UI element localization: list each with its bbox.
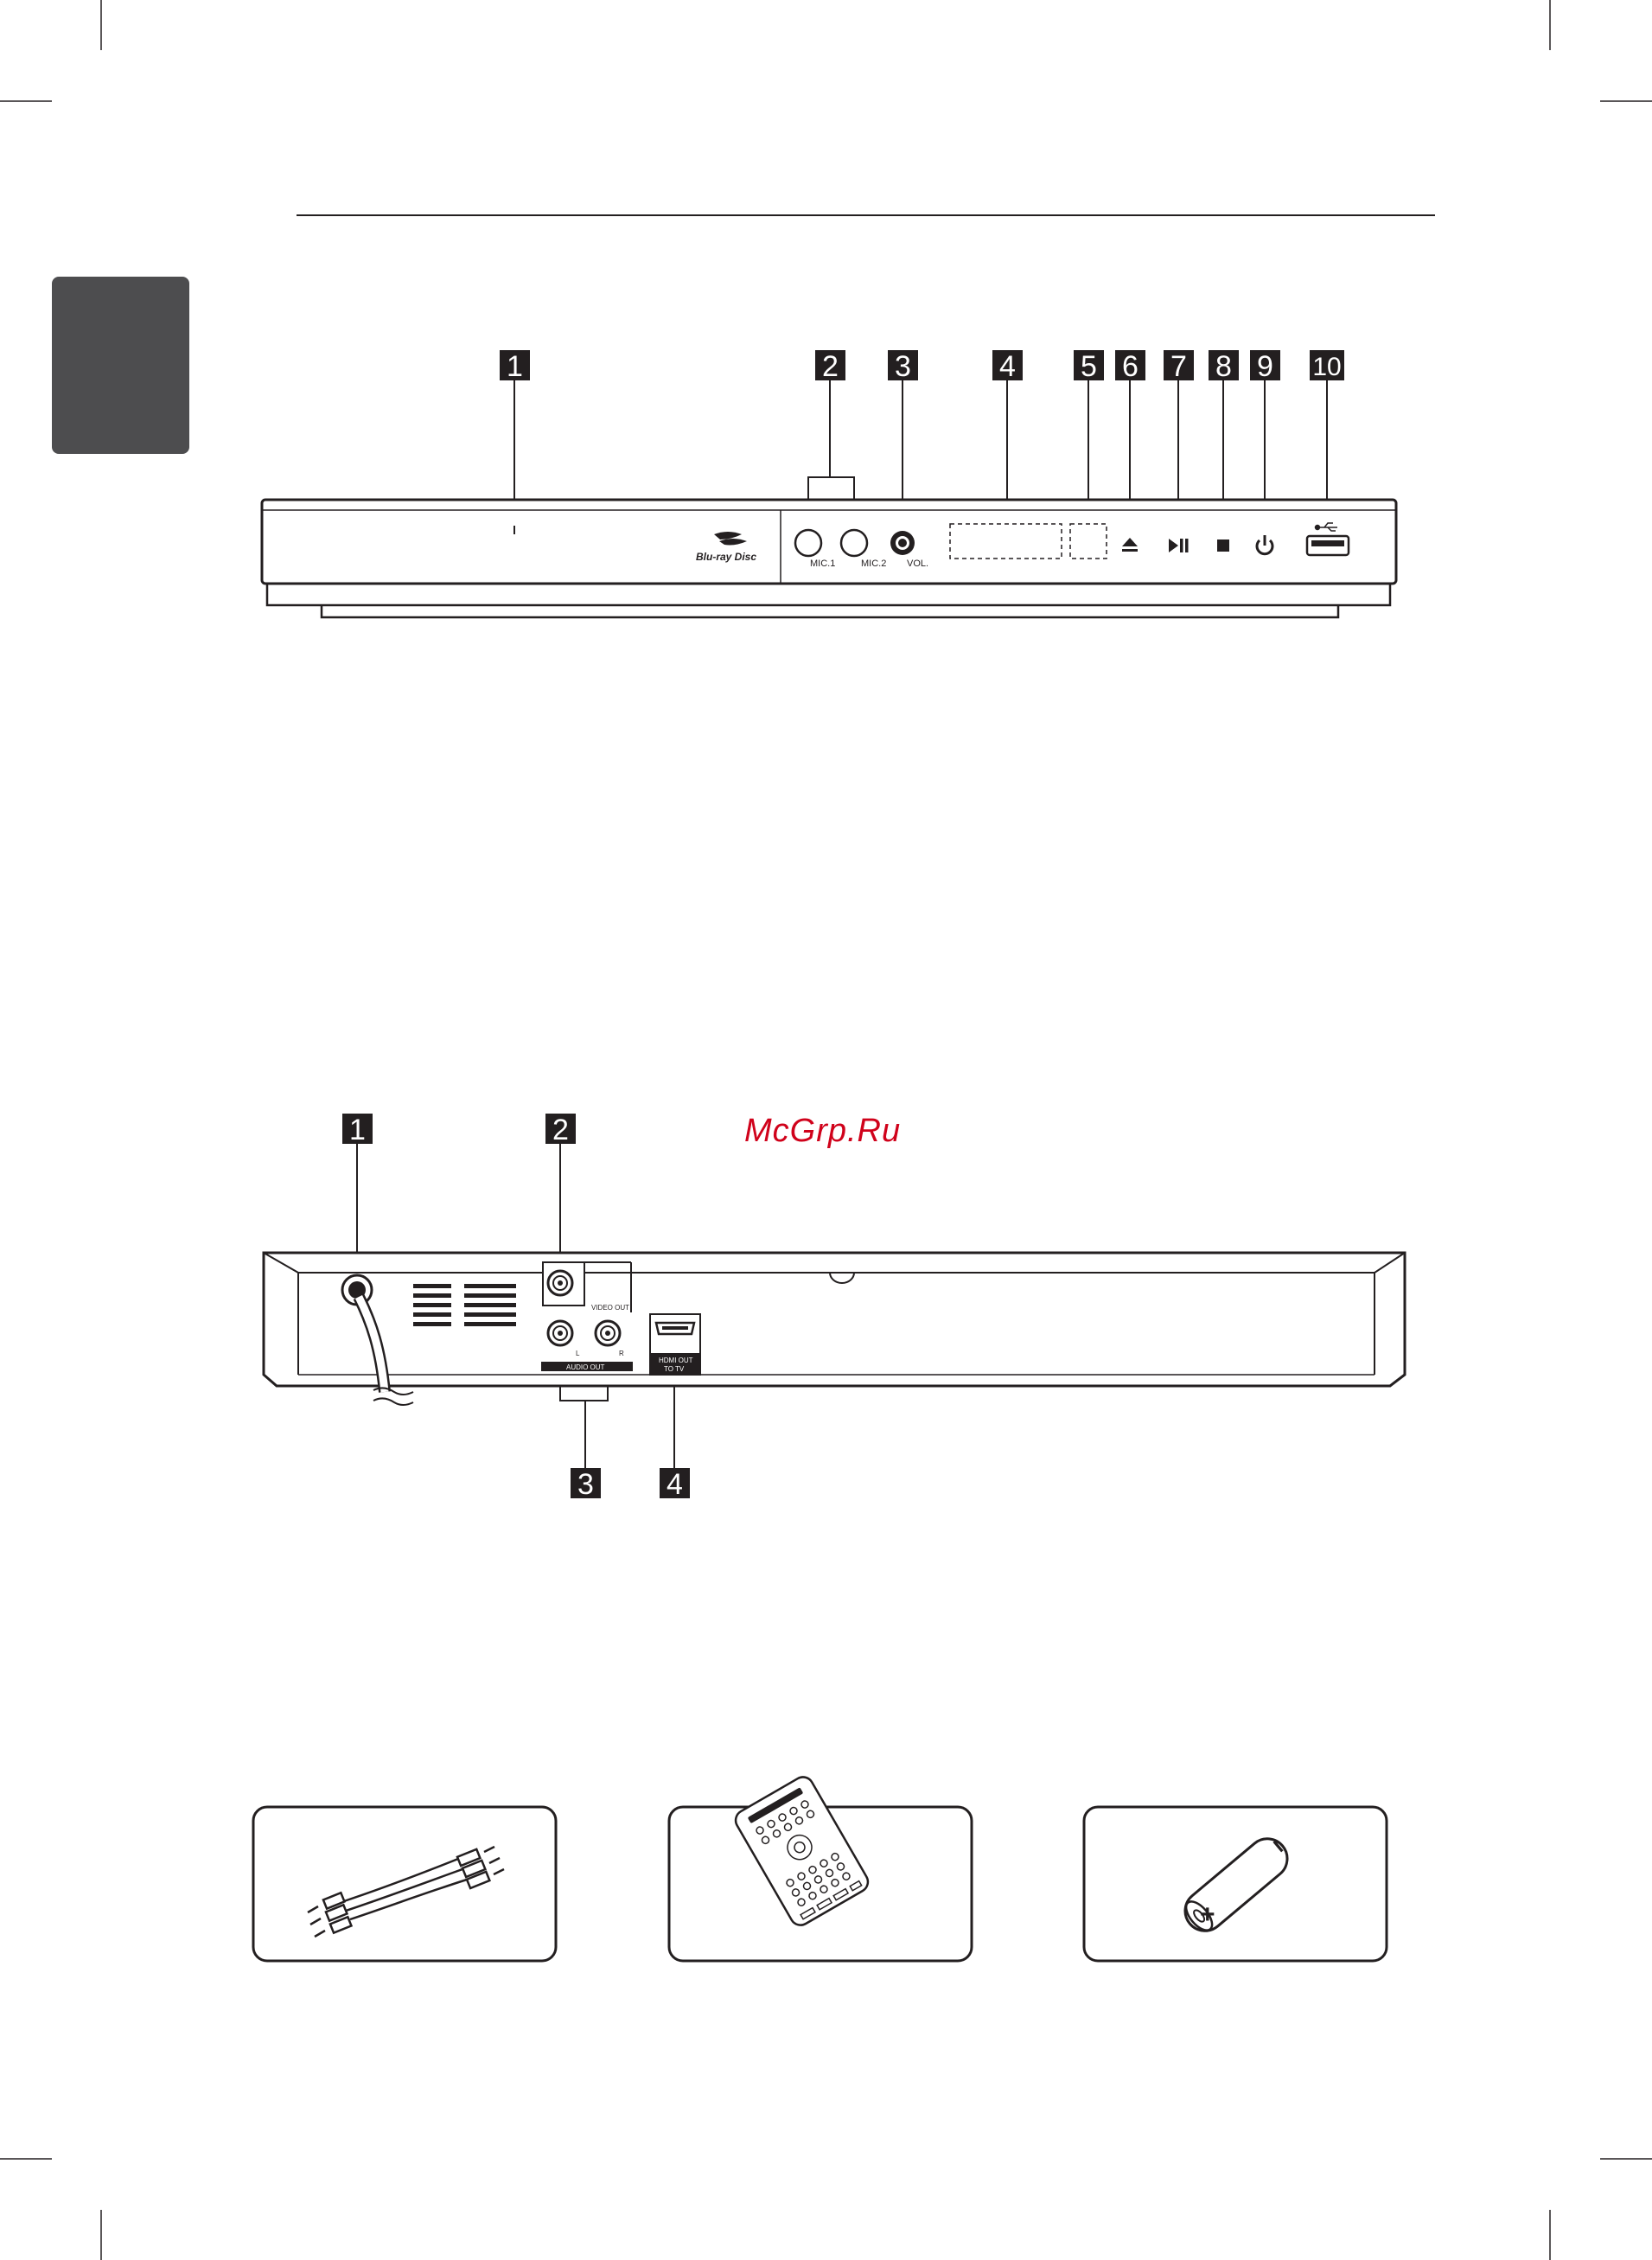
usb-port[interactable] (1307, 536, 1349, 555)
audio-out-r-jack[interactable] (596, 1321, 620, 1345)
callout-number: 4 (667, 1468, 683, 1501)
front-callout-8: 8 (1209, 350, 1239, 383)
front-callout-6: 6 (1115, 350, 1145, 383)
mic1-label: MIC.1 (810, 559, 835, 569)
callout-number: 2 (552, 1114, 569, 1146)
front-callout-1: 1 (500, 350, 530, 383)
stop-icon[interactable] (1217, 539, 1229, 552)
accessory-cable-box (253, 1807, 556, 1961)
battery-plus-sign: + (1200, 1900, 1215, 1929)
callout-number: 9 (1257, 350, 1273, 383)
front-callout-5: 5 (1074, 350, 1104, 383)
accessory-battery-box: + − (1084, 1807, 1387, 1961)
callout-number: 2 (822, 350, 839, 383)
vol-label: VOL. (907, 559, 928, 569)
callout-number: 4 (999, 350, 1016, 383)
callout-number: 8 (1215, 350, 1232, 383)
callout-number: 1 (507, 350, 523, 383)
callout-number: 1 (349, 1114, 366, 1146)
audio-l-label: L (576, 1350, 580, 1357)
front-callout-10: 10 (1310, 350, 1344, 381)
front-panel-diagram: 1 2 3 4 5 6 7 8 (262, 350, 1396, 617)
rear-callout-3: 3 (571, 1468, 601, 1501)
mic1-jack[interactable] (795, 530, 821, 556)
mic2-label: MIC.2 (861, 559, 886, 569)
rear-panel-diagram: 1 2 3 4 (264, 1114, 1405, 1501)
video-out-jack[interactable] (543, 1262, 584, 1306)
callout-number: 3 (895, 350, 911, 383)
rear-callout-1: 1 (342, 1114, 373, 1146)
front-callout-3: 3 (888, 350, 918, 383)
hdmi-label-line1: HDMI OUT (659, 1357, 693, 1364)
front-callout-7: 7 (1164, 350, 1194, 383)
accessory-remote-box (669, 1773, 972, 1961)
rear-callout-4: 4 (660, 1468, 690, 1501)
callout-number: 3 (577, 1468, 594, 1501)
callout-number: 6 (1122, 350, 1139, 383)
mic2-jack[interactable] (841, 530, 867, 556)
callout-number: 5 (1081, 350, 1097, 383)
callout-number: 7 (1170, 350, 1187, 383)
front-callout-2: 2 (815, 350, 845, 383)
watermark-text: McGrp.Ru (744, 1113, 901, 1149)
hdmi-label-line2: TO TV (664, 1365, 685, 1373)
callout-number: 10 (1312, 353, 1341, 381)
audio-out-label: AUDIO OUT (566, 1363, 605, 1371)
bluray-logo-text: Blu-ray Disc (696, 551, 756, 563)
video-out-label: VIDEO OUT (591, 1304, 629, 1312)
front-callout-9: 9 (1250, 350, 1280, 383)
front-callout-4: 4 (992, 350, 1023, 383)
rear-callout-2: 2 (545, 1114, 576, 1146)
audio-r-label: R (619, 1350, 624, 1357)
chapter-tab (52, 277, 189, 454)
audio-out-l-jack[interactable] (548, 1321, 572, 1345)
